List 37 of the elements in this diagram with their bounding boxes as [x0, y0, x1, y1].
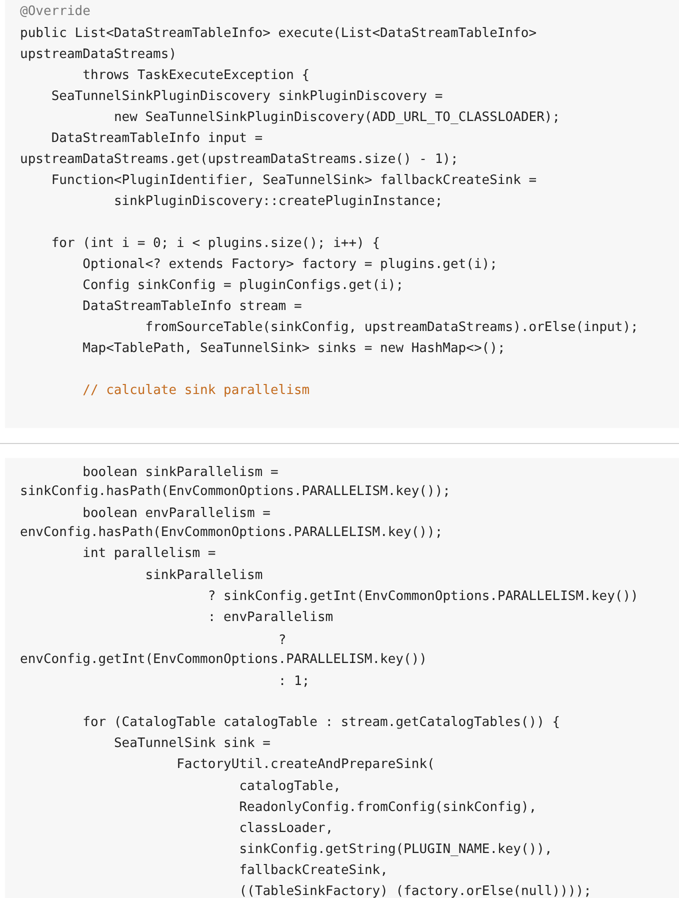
code-line: classLoader, — [239, 820, 334, 837]
code-line: boolean envParallelism = — [82, 505, 270, 522]
code-line: sinkConfig.getString(PLUGIN_NAME.key()), — [239, 841, 552, 858]
code-line: Map<TablePath, SeaTunnelSink> sinks = new HashMap<>(); — [82, 340, 506, 357]
code-line: boolean sinkParallelism = — [82, 464, 278, 481]
code-line: sinkParallelism — [145, 567, 263, 584]
code-line: catalogTable, — [239, 778, 341, 795]
code-comment: // calculate sink parallelism — [82, 382, 310, 399]
code-line: ((TableSinkFactory) (factory.orElse(null)))); — [239, 883, 592, 898]
code-line: upstreamDataStreams.get(upstreamDataStreams.size() - 1); — [20, 151, 458, 168]
code-line: fallbackCreateSink, — [239, 862, 388, 879]
code-line: sinkConfig.hasPath(EnvCommonOptions.PARALLELISM.key()); — [20, 483, 450, 500]
code-line: throws TaskExecuteException { — [82, 67, 310, 84]
code-line: : envParallelism — [208, 609, 334, 626]
code-line: DataStreamTableInfo input = — [51, 130, 263, 147]
code-line: ReadonlyConfig.fromConfig(sinkConfig), — [239, 799, 537, 816]
code-line: ? sinkConfig.getInt(EnvCommonOptions.PARALLELISM.key()) — [208, 588, 638, 605]
code-line: envConfig.hasPath(EnvCommonOptions.PARALLELISM.key()); — [20, 524, 443, 541]
code-line: DataStreamTableInfo stream = — [82, 298, 302, 315]
code-line: upstreamDataStreams) — [20, 46, 177, 63]
code-line: for (int i = 0; i < plugins.size(); i++) { — [51, 235, 380, 252]
code-line: fromSourceTable(sinkConfig, upstreamDataStreams).orElse(input); — [145, 319, 638, 336]
code-line: sinkPluginDiscovery::createPluginInstance; — [114, 193, 443, 210]
code-line: FactoryUtil.createAndPrepareSink( — [176, 756, 435, 773]
code-line: Config sinkConfig = pluginConfigs.get(i); — [82, 277, 404, 294]
code-line: Optional<? extends Factory> factory = plugins.get(i); — [82, 256, 498, 273]
code-line: SeaTunnelSink sink = — [114, 735, 270, 752]
code-line: @Override — [20, 3, 90, 20]
code-line: : 1; — [278, 673, 310, 690]
code-line: new SeaTunnelSinkPluginDiscovery(ADD_URL_TO_CLASSLOADER); — [114, 109, 560, 126]
code-line: SeaTunnelSinkPluginDiscovery sinkPluginDiscovery = — [51, 88, 443, 105]
code-line: public List<DataStreamTableInfo> execute(List<DataStreamTableInfo> — [20, 25, 537, 42]
code-line: Function<PluginIdentifier, SeaTunnelSink> fallbackCreateSink = — [51, 172, 537, 189]
code-line: for (CatalogTable catalogTable : stream.getCatalogTables()) { — [82, 714, 560, 731]
code-line: ? — [278, 632, 286, 649]
code-line: int parallelism = — [82, 545, 216, 562]
code-line: envConfig.getInt(EnvCommonOptions.PARALLELISM.key()) — [20, 651, 427, 668]
